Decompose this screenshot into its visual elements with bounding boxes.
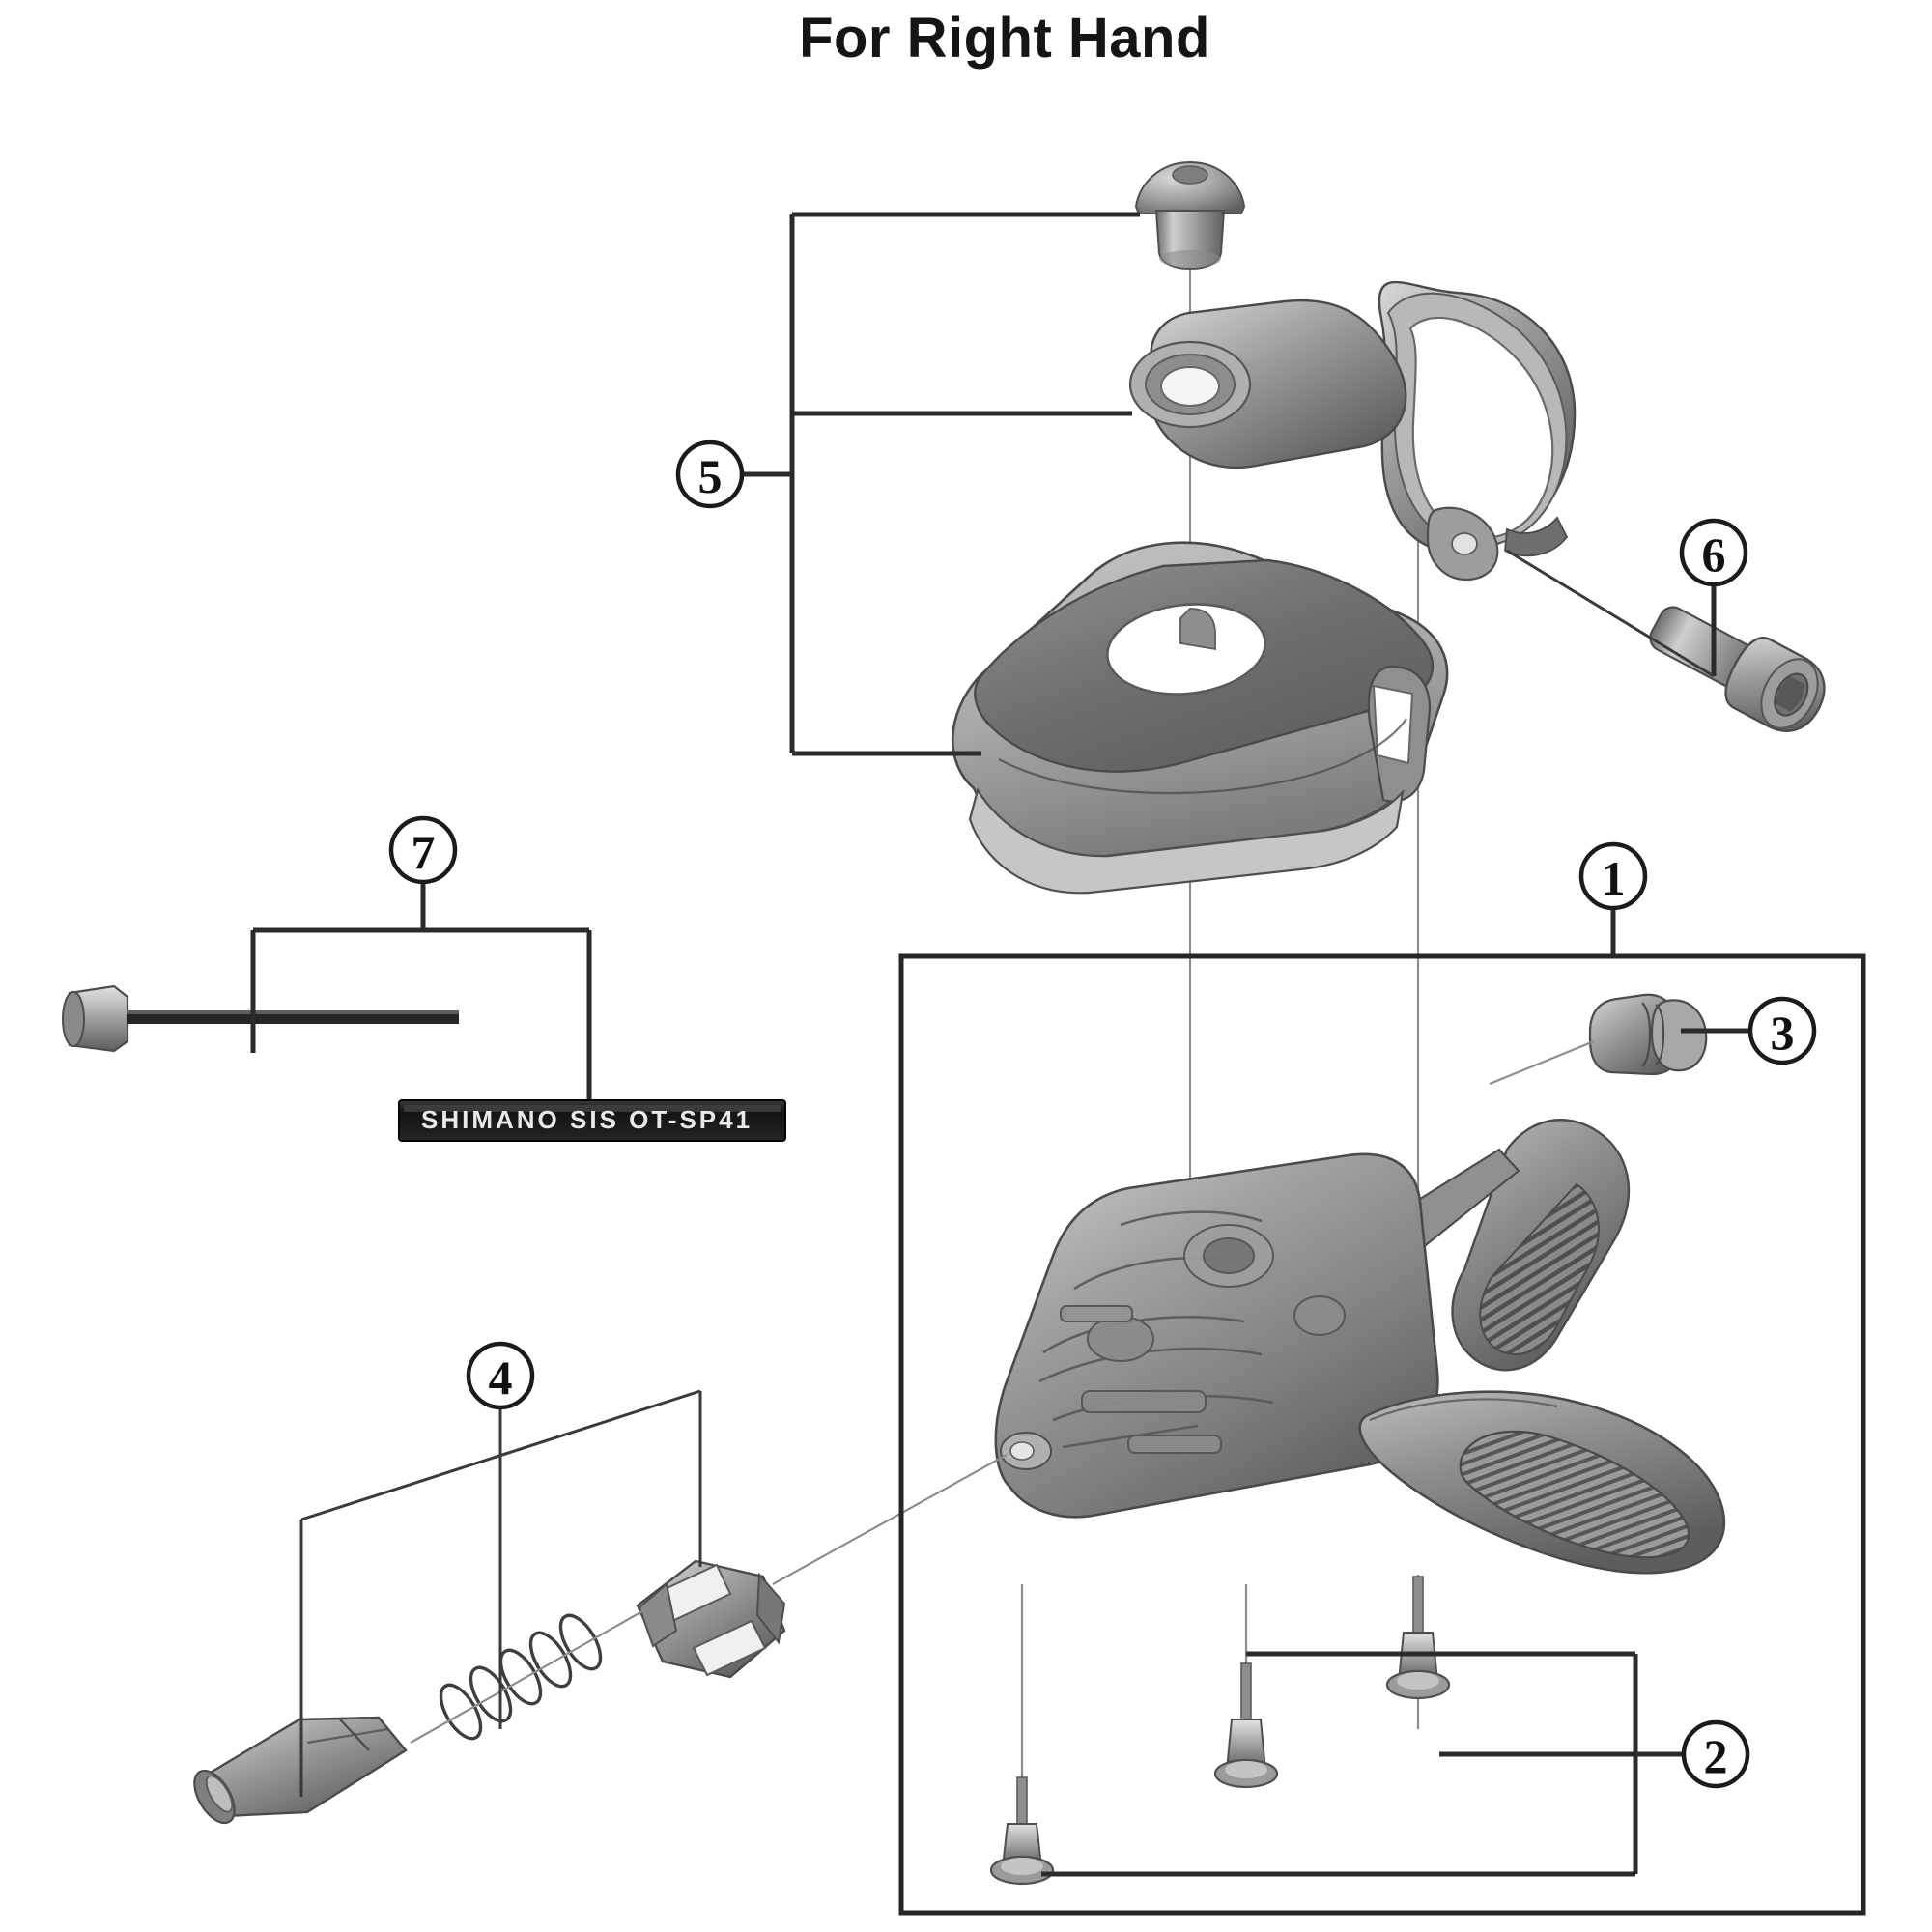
callout-5[interactable]: 5 <box>675 440 745 509</box>
svg-text:7: 7 <box>412 825 436 879</box>
dome-head-fixing-screw <box>1134 160 1246 270</box>
svg-text:3: 3 <box>1771 1006 1795 1060</box>
handlebar-clamp-band <box>1128 280 1577 582</box>
callout-1[interactable]: 1 <box>1578 841 1648 911</box>
svg-text:4: 4 <box>489 1350 513 1405</box>
cable-fixing-block <box>636 1559 786 1679</box>
bracket-7 <box>250 882 592 1099</box>
shifter-cover-shell <box>951 541 1449 895</box>
callout-7[interactable]: 7 <box>388 815 458 885</box>
leader-6-tip <box>1506 549 1715 678</box>
bracket-5 <box>744 212 1140 756</box>
svg-text:5: 5 <box>698 449 723 503</box>
mounting-screw-middle <box>1213 1662 1279 1789</box>
page-title: For Right Hand <box>799 7 1210 70</box>
callout-4[interactable]: 4 <box>466 1341 535 1410</box>
clamp-band-bolt <box>1649 606 1826 732</box>
callout-2[interactable]: 2 <box>1681 1719 1750 1789</box>
coil-spring <box>439 1613 603 1741</box>
cable-outer-housing: SHIMANO SIS OT-SP41 <box>398 1099 786 1142</box>
callout-6[interactable]: 6 <box>1679 518 1748 587</box>
shifter-main-unit <box>994 1119 1726 1575</box>
bracket-2 <box>1041 1651 1684 1877</box>
assembly-box-1 <box>898 953 1866 1916</box>
svg-text:6: 6 <box>1702 527 1726 582</box>
cable-grommet-cap <box>1489 993 1708 1086</box>
inner-shift-cable <box>62 984 459 1053</box>
mounting-screw-left <box>989 1776 1055 1886</box>
svg-text:2: 2 <box>1704 1729 1728 1783</box>
cable-housing-label: SHIMANO SIS OT-SP41 <box>421 1105 753 1134</box>
svg-text:1: 1 <box>1602 851 1626 905</box>
callout-3[interactable]: 3 <box>1747 996 1817 1065</box>
mounting-screw-right <box>1385 1576 1451 1700</box>
bracket-4 <box>299 1389 702 1797</box>
